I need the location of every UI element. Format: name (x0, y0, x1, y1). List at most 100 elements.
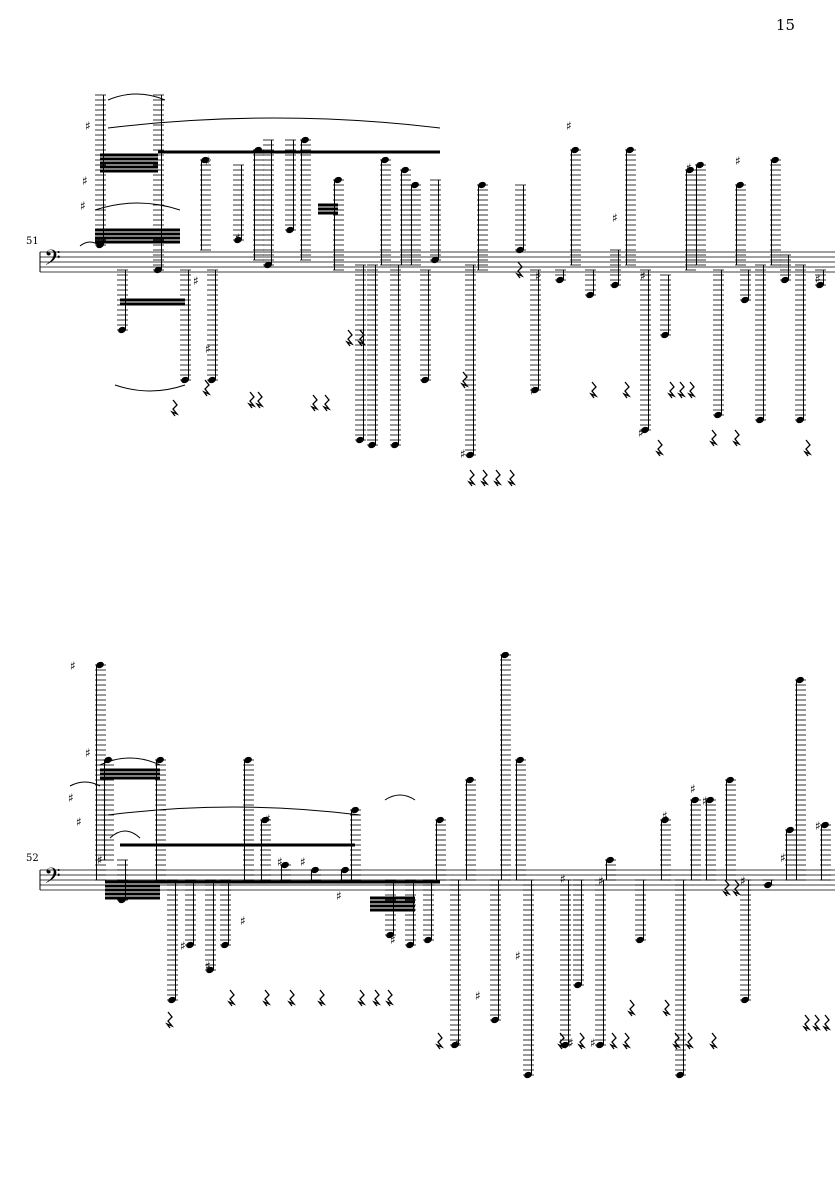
sharp-icon: ♯ (612, 211, 618, 225)
sharp-icon: ♯ (80, 199, 86, 213)
sharp-icon: ♯ (180, 939, 186, 953)
notehead (626, 146, 634, 154)
notehead (281, 861, 289, 869)
quarter-rest-icon (255, 391, 265, 409)
quarter-rest-icon (480, 469, 490, 487)
quarter-rest-icon (722, 879, 732, 897)
sharp-icon: ♯ (205, 154, 211, 168)
sharp-icon: ♯ (662, 809, 668, 823)
sharp-icon: ♯ (780, 851, 786, 865)
quarter-rest-icon (803, 439, 813, 457)
quarter-rest-icon (345, 329, 355, 347)
quarter-rest-icon (627, 999, 637, 1017)
sharp-icon: ♯ (240, 914, 246, 928)
sharp-icon: ♯ (85, 746, 91, 760)
quarter-rest-icon (372, 989, 382, 1007)
quarter-rest-icon (732, 429, 742, 447)
notehead (796, 416, 804, 424)
notehead (586, 291, 594, 299)
notehead (781, 276, 789, 284)
notehead (661, 816, 669, 824)
sharp-icon: ♯ (560, 872, 566, 886)
quarter-rest-icon (247, 391, 257, 409)
quarter-rest-icon (677, 381, 687, 399)
quarter-rest-icon (812, 1014, 822, 1032)
notehead (154, 266, 162, 274)
notehead (186, 941, 194, 949)
quarter-rest-icon (202, 379, 212, 397)
notehead (351, 806, 359, 814)
notehead (491, 1016, 499, 1024)
measure-number-51: 51 (26, 236, 39, 247)
quarter-rest-icon (732, 879, 742, 897)
quarter-rest-icon (577, 1032, 587, 1050)
quarter-rest-icon (589, 381, 599, 399)
notehead (118, 326, 126, 334)
quarter-rest-icon (385, 989, 395, 1007)
sharp-icon: ♯ (568, 1036, 574, 1050)
notehead (301, 136, 309, 144)
notehead (391, 441, 399, 449)
notehead (821, 821, 829, 829)
quarter-rest-icon (227, 989, 237, 1007)
sharp-icon: ♯ (638, 426, 644, 440)
notehead (816, 281, 824, 289)
notehead (661, 331, 669, 339)
sharp-icon: ♯ (70, 659, 76, 673)
notehead (641, 426, 649, 434)
slur (99, 757, 161, 766)
notehead (686, 166, 694, 174)
notehead (341, 866, 349, 874)
quarter-rest-icon (709, 1032, 719, 1050)
notehead (466, 451, 474, 459)
quarter-rest-icon (493, 469, 503, 487)
sharp-icon: ♯ (535, 269, 541, 283)
sharp-icon: ♯ (300, 855, 306, 869)
sharp-icon: ♯ (390, 933, 396, 947)
notehead (436, 816, 444, 824)
sharp-icon: ♯ (640, 269, 646, 283)
slur (107, 117, 441, 129)
notehead (786, 826, 794, 834)
notehead (611, 281, 619, 289)
measure-number-52: 52 (26, 853, 39, 864)
notehead (516, 756, 524, 764)
sharp-icon: ♯ (68, 791, 74, 805)
notehead (741, 296, 749, 304)
quarter-rest-icon (515, 261, 525, 279)
sharp-icon: ♯ (205, 959, 211, 973)
notehead (96, 661, 104, 669)
notehead (311, 866, 319, 874)
notehead (356, 436, 364, 444)
notehead (501, 651, 509, 659)
notehead (431, 256, 439, 264)
quarter-rest-icon (672, 1032, 682, 1050)
quarter-rest-icon (609, 1032, 619, 1050)
quarter-rest-icon (687, 381, 697, 399)
sharp-icon: ♯ (336, 889, 342, 903)
notehead (556, 276, 564, 284)
sharp-icon: ♯ (815, 272, 821, 286)
notehead (201, 156, 209, 164)
bass-clef-icon: 𝄢 (44, 246, 61, 276)
quarter-rest-icon (460, 371, 470, 389)
notehead (411, 181, 419, 189)
notehead (764, 881, 772, 889)
quarter-rest-icon (622, 381, 632, 399)
sharp-icon: ♯ (690, 782, 696, 796)
sharp-icon: ♯ (515, 949, 521, 963)
notehead (478, 181, 486, 189)
notehead (771, 156, 779, 164)
sharp-icon: ♯ (455, 1036, 461, 1050)
quarter-rest-icon (685, 1032, 695, 1050)
quarter-rest-icon (357, 989, 367, 1007)
notehead (696, 161, 704, 169)
sharp-icon: ♯ (530, 384, 536, 398)
notehead (406, 941, 414, 949)
quarter-rest-icon (467, 469, 477, 487)
notehead (636, 936, 644, 944)
notehead (244, 756, 252, 764)
notehead (466, 776, 474, 784)
notehead (596, 1041, 604, 1049)
slur (114, 384, 186, 392)
